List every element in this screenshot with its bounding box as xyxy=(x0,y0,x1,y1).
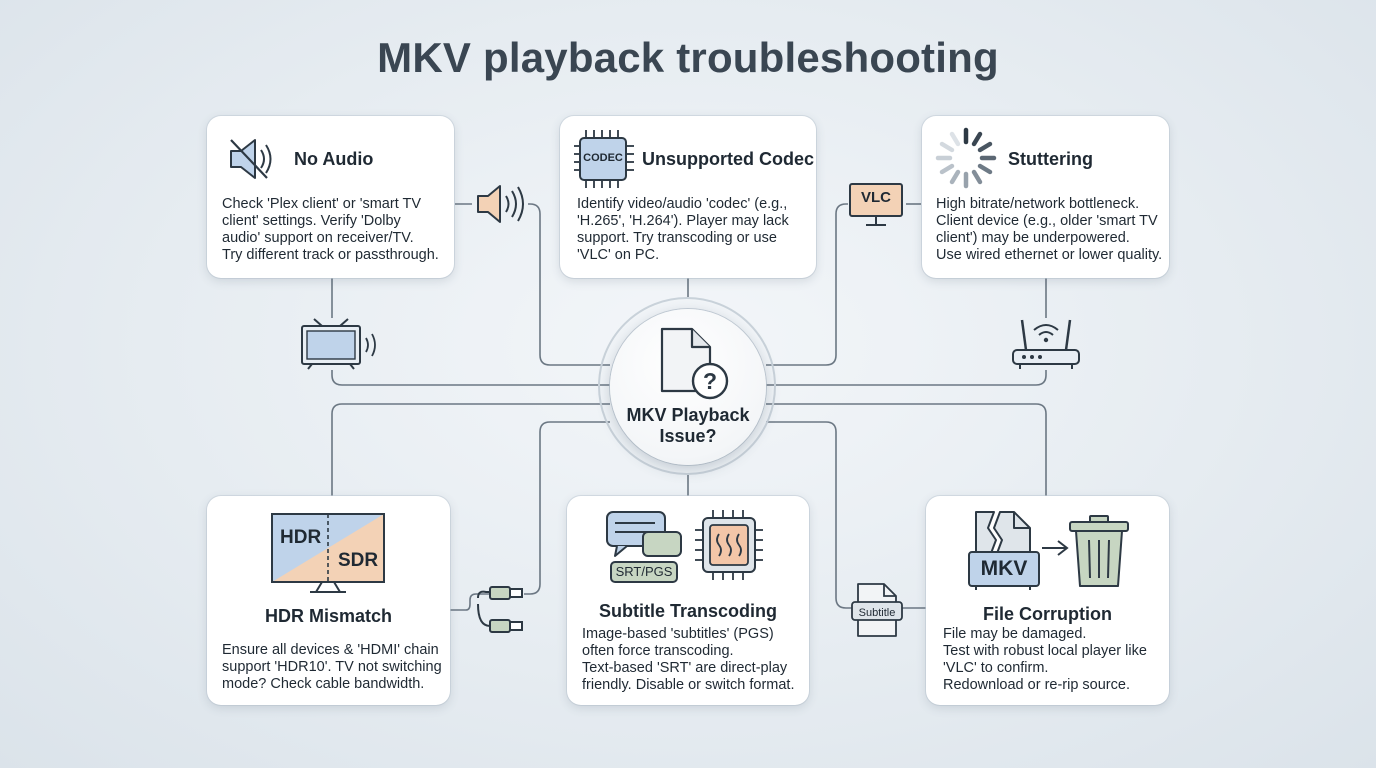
chat-bubbles-icon xyxy=(606,511,682,583)
file-question-icon: ? xyxy=(660,327,729,400)
card-body: Check 'Plex client' or 'smart TV client'… xyxy=(222,196,439,263)
card-title: Stuttering xyxy=(1008,149,1093,169)
card-title: Unsupported Codec xyxy=(642,149,815,169)
vlc-monitor-icon xyxy=(849,183,903,226)
card-title: Subtitle Transcoding xyxy=(598,601,777,621)
center-hub-label: MKV Playback Issue? xyxy=(626,405,750,446)
card-file-corruption: MKV File Corruption File may be damaged.… xyxy=(926,496,1169,705)
svg-text:?: ? xyxy=(703,368,717,394)
codec-chip-label: CODEC xyxy=(583,152,623,164)
card-body: Image-based 'subtitles' (PGS) often forc… xyxy=(582,626,795,693)
broken-mkv-file-icon xyxy=(968,511,1040,590)
card-title: HDR Mismatch xyxy=(264,606,393,626)
muted-speaker-icon xyxy=(230,139,272,179)
mkv-label: MKV xyxy=(980,557,1028,580)
trash-can-icon xyxy=(1069,515,1129,587)
card-body: High bitrate/network bottleneck. Client … xyxy=(936,196,1163,263)
speaker-icon xyxy=(477,185,524,223)
card-body: File may be damaged. Test with robust lo… xyxy=(943,626,1147,693)
loading-spinner-icon xyxy=(935,127,997,189)
hdr-sdr-monitor-icon xyxy=(271,513,385,593)
router-icon xyxy=(1012,319,1080,369)
hdr-label: HDR xyxy=(280,527,322,548)
card-body: Identify video/audio 'codec' (e.g., 'H.2… xyxy=(577,196,789,263)
card-no-audio: No Audio Check 'Plex client' or 'smart T… xyxy=(207,116,454,278)
arrow-right-icon xyxy=(1042,540,1069,556)
card-unsupported-codec: CODEC Unsupported Codec Identify video/a… xyxy=(560,116,816,278)
center-hub: ? xyxy=(610,309,766,465)
subtitle-format-label: SRT/PGS xyxy=(615,564,673,579)
sdr-label: SDR xyxy=(338,550,379,571)
transcoding-chip-icon xyxy=(695,510,763,580)
center-hub-ring xyxy=(598,297,776,475)
card-title: No Audio xyxy=(294,149,374,169)
codec-chip-icon xyxy=(574,130,634,188)
card-body: Ensure all devices & 'HDMI' chain suppor… xyxy=(222,642,442,692)
vlc-label: VLC xyxy=(861,189,891,206)
subtitle-file-label: Subtitle xyxy=(858,607,896,619)
tv-icon xyxy=(301,318,376,370)
card-hdr-mismatch: HDR SDR HDR Mismatch Ensure all devices … xyxy=(207,496,450,705)
page-title: MKV playback troubleshooting xyxy=(377,34,999,81)
hdmi-cable-icon xyxy=(477,586,523,633)
card-subtitle-transcoding: SRT/PGS Subtitle Transcoding Image-based… xyxy=(567,496,809,705)
card-stuttering: Stuttering High bitrate/network bottlene… xyxy=(922,116,1169,278)
subtitle-file-icon xyxy=(851,583,903,637)
card-title: File Corruption xyxy=(983,604,1112,624)
